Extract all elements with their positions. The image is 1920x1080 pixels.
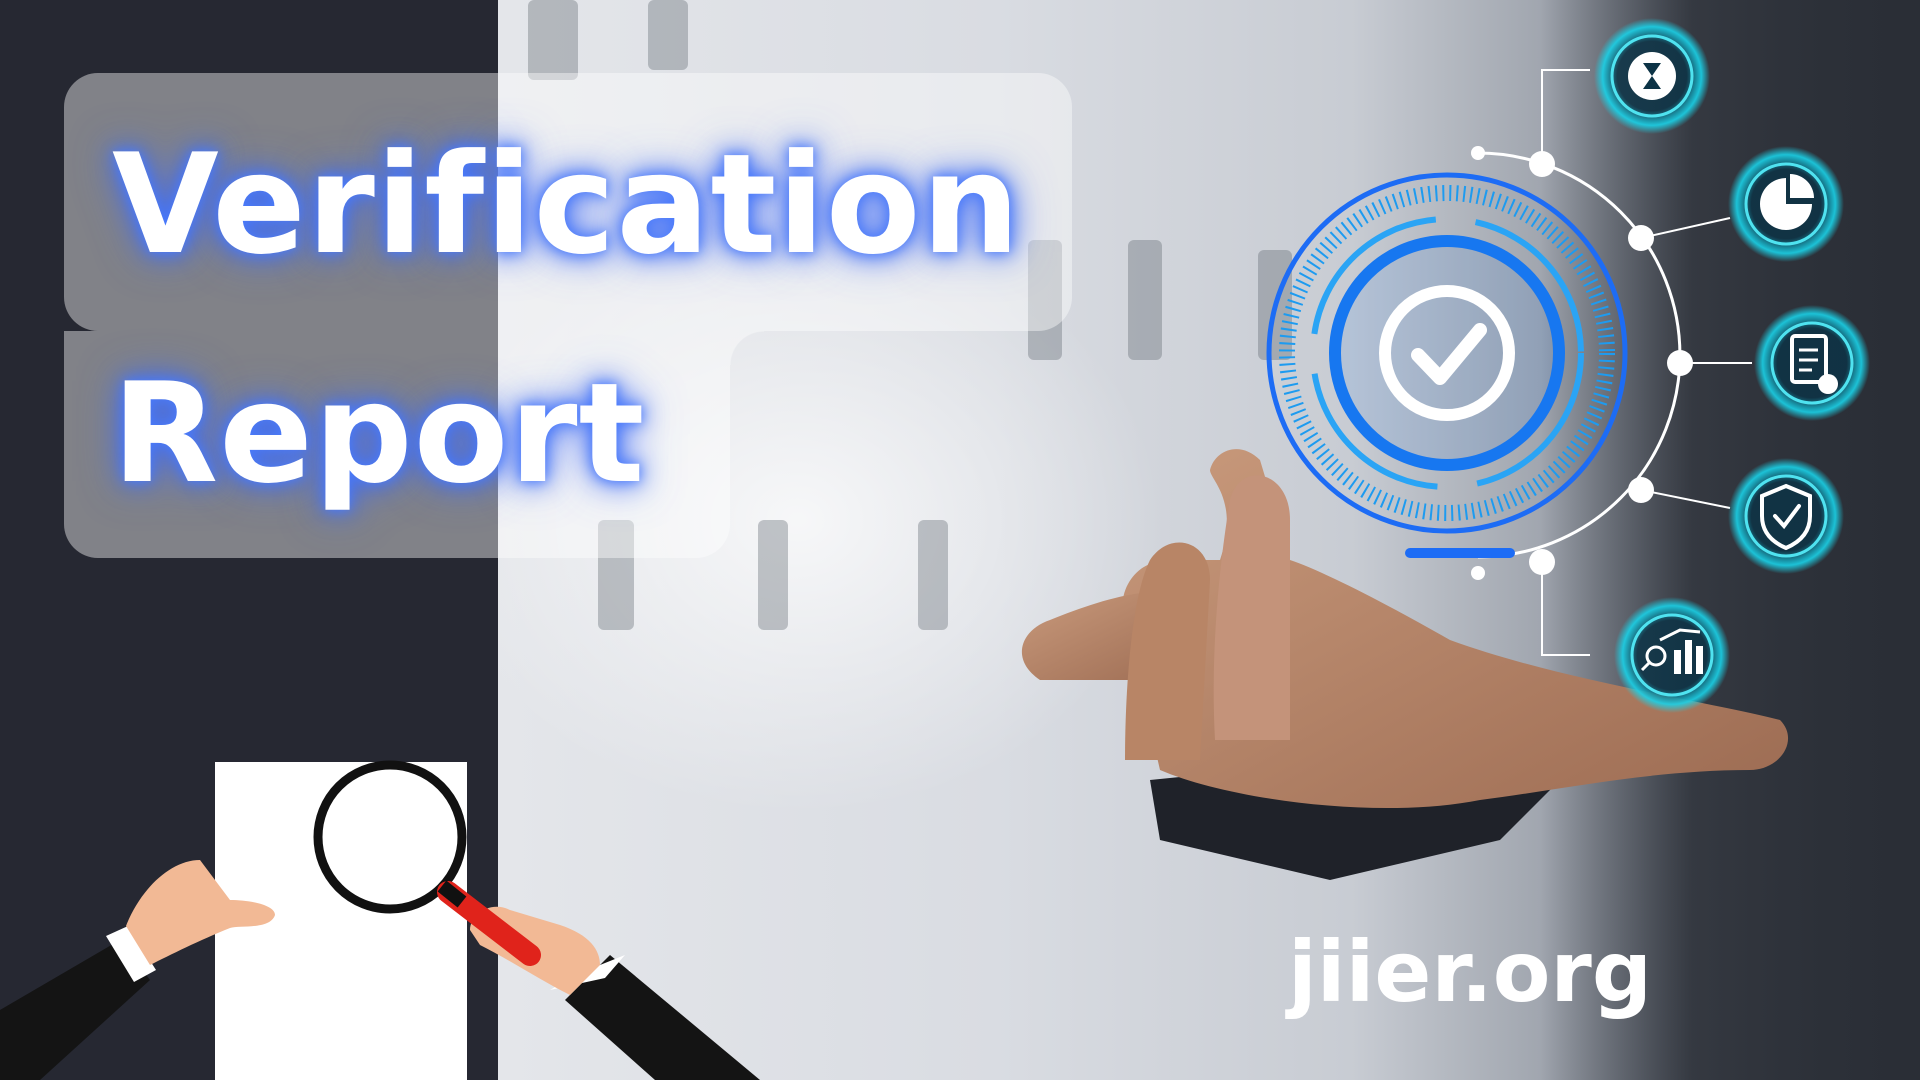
document-check-icon (1754, 305, 1870, 421)
shield-check-icon (1728, 458, 1844, 574)
title-panel-corner (730, 331, 764, 365)
checkmark-circle-icon (1266, 172, 1628, 558)
suit-shadow (1540, 0, 1920, 1080)
gear-hourglass-icon (1594, 18, 1710, 134)
headline-line-2: Report (112, 353, 646, 514)
headline-line-1: Verification (112, 124, 1021, 285)
pie-chart-icon (1728, 146, 1844, 262)
title-panel (64, 73, 1072, 331)
chart-search-icon (1614, 597, 1730, 713)
brand-watermark: jiier.org (1288, 923, 1652, 1021)
magnifying-glass-icon (313, 760, 541, 966)
title-panel-lower (64, 331, 730, 558)
document-inspection-illustration (0, 760, 760, 1080)
